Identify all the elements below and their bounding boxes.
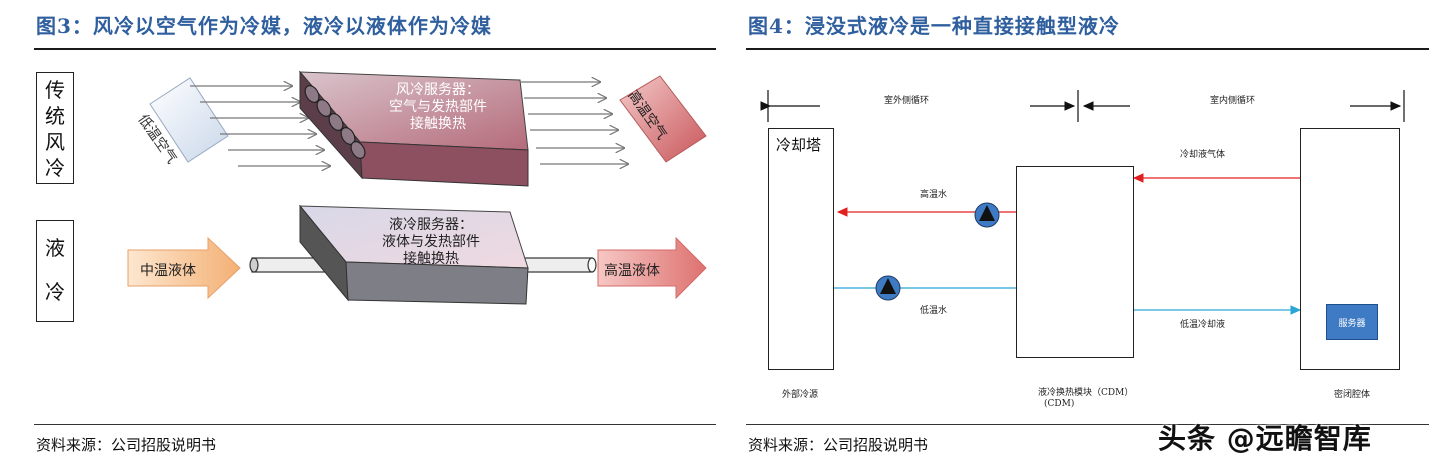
liquid-server-line-1: 液冷服务器： bbox=[389, 217, 473, 233]
cooling-comparison-diagram bbox=[127, 70, 707, 305]
cdm-label-line-2: (CDM) bbox=[1044, 399, 1075, 409]
outdoor-loop-label: 室外侧循环 bbox=[884, 96, 930, 106]
outdoor-loop-bracket bbox=[760, 90, 1079, 122]
indoor-loop-bracket bbox=[1082, 90, 1405, 122]
right-source-text: 资料来源：公司招股说明书 bbox=[748, 436, 929, 454]
right-source-rule bbox=[746, 424, 1429, 425]
air-label-char-1: 传 bbox=[45, 78, 65, 102]
air-server-line-1: 风冷服务器： bbox=[396, 82, 480, 98]
air-cooling-label-box: 传 统 风 冷 bbox=[36, 72, 74, 184]
watermark-text: 头条 @远瞻智库 bbox=[1158, 422, 1372, 455]
air-label-char-2: 统 bbox=[45, 104, 65, 128]
low-temp-air-shape bbox=[149, 77, 229, 163]
liquid-server-line-2: 液体与发热部件 bbox=[382, 234, 480, 250]
air-server-block bbox=[298, 70, 529, 187]
liquid-server-block bbox=[298, 204, 529, 305]
cdm-box bbox=[1016, 166, 1134, 358]
pump-high-temp bbox=[974, 202, 1000, 228]
pump-low-temp bbox=[875, 275, 901, 301]
incoming-air-arrows bbox=[190, 86, 330, 166]
coolant-vapor-label: 冷却液气体 bbox=[1180, 150, 1226, 160]
liquid-label-char-1: 液 bbox=[45, 236, 65, 260]
indoor-loop-label: 室内侧循环 bbox=[1210, 96, 1256, 106]
liquid-label-char-2: 冷 bbox=[45, 280, 65, 304]
air-label-char-4: 冷 bbox=[45, 156, 65, 180]
cdm-label-line-1: 液冷换热模块（CDM） bbox=[1038, 388, 1134, 398]
air-server-line-3: 接触换热 bbox=[410, 116, 466, 132]
liquid-server-line-3: 接触换热 bbox=[403, 251, 459, 267]
mid-temp-liquid-label: 中温液体 bbox=[140, 263, 196, 279]
right-panel-title: 图4：浸没式液冷是一种直接接触型液冷 bbox=[748, 14, 1120, 38]
left-source-rule bbox=[34, 424, 716, 425]
cooling-tower-box bbox=[768, 128, 834, 370]
cooling-tower-label: 冷却塔 bbox=[776, 136, 822, 154]
air-server-text: 风冷服务器： 空气与发热部件 接触换热 bbox=[368, 82, 508, 133]
server-box: 服务器 bbox=[1326, 304, 1378, 340]
high-temp-liquid-arrow bbox=[597, 236, 707, 300]
high-temp-air-shape bbox=[619, 75, 707, 163]
left-panel-title: 图3：风冷以空气作为冷媒，液冷以液体作为冷媒 bbox=[36, 14, 492, 38]
air-server-line-2: 空气与发热部件 bbox=[389, 99, 487, 115]
air-label-char-3: 风 bbox=[45, 130, 65, 154]
low-temp-water-line bbox=[834, 248, 1045, 289]
low-temp-water-label: 低温水 bbox=[920, 306, 948, 316]
high-temp-water-line bbox=[836, 207, 1041, 250]
liquid-server-text: 液冷服务器： 液体与发热部件 接触换热 bbox=[356, 217, 506, 268]
external-source-label: 外部冷源 bbox=[782, 390, 819, 400]
outgoing-air-arrows bbox=[520, 82, 628, 164]
left-source-text: 资料来源：公司招股说明书 bbox=[36, 436, 217, 454]
left-title-rule bbox=[34, 48, 716, 50]
high-temp-liquid-label: 高温液体 bbox=[604, 263, 660, 279]
sealed-chamber-label: 密闭腔体 bbox=[1334, 390, 1371, 400]
low-temp-coolant-label: 低温冷却液 bbox=[1180, 320, 1226, 330]
mid-temp-liquid-arrow bbox=[127, 236, 241, 300]
liquid-cooling-label-box: 液 冷 bbox=[36, 220, 74, 322]
right-title-rule bbox=[746, 48, 1429, 50]
high-temp-water-label: 高温水 bbox=[920, 190, 948, 200]
